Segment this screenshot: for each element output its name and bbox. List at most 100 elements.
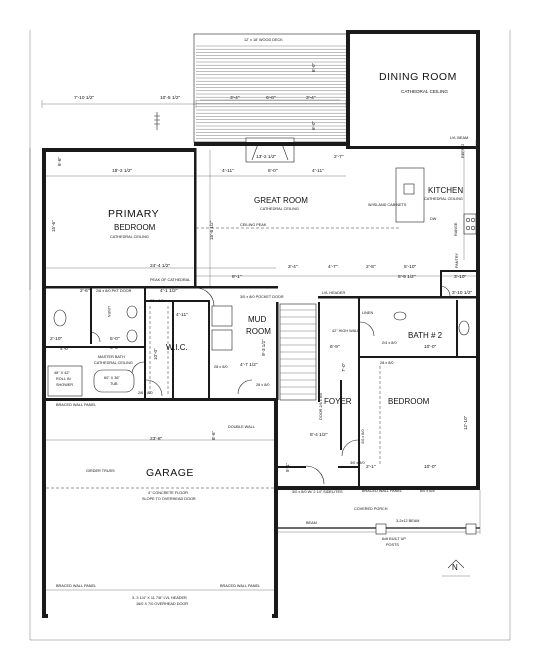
dim-29: 4'-0" [60, 347, 70, 352]
dim-26: 10'-0" [153, 348, 158, 360]
dim-14: 15'-6" [51, 220, 56, 232]
sink-master-2 [126, 329, 138, 343]
note-high-wall: 42" HIGH WALL [332, 329, 360, 333]
dim-25: 4'-11" [176, 313, 188, 318]
note-door-28d: 28 x 8/0 [380, 361, 394, 365]
note-deck: 12' x 18' WOOD DECK [244, 38, 283, 42]
note-island-cabinets: W/ISLAND CABINETS [368, 203, 407, 207]
note-girder-truss: GIRDER TRUSS [86, 469, 115, 473]
room-label-garage: GARAGE [146, 467, 194, 479]
note-door-front: 6/0 x 6/8 [420, 489, 435, 493]
dim-22: 5'-9 1/2" [398, 275, 416, 280]
dim-28: 5'-0" [110, 337, 120, 342]
sink-bath2 [393, 311, 407, 321]
dim-11: 4'-11" [312, 169, 324, 174]
toilet-bath2 [458, 320, 470, 336]
room-note-kitchen: CATHEDRAL CEILING [424, 197, 463, 201]
room-note-master-bath: CATHEDRAL CEILING [94, 361, 133, 365]
dim-3: 3'-4" [230, 96, 240, 101]
north-arrow [442, 559, 470, 577]
room-label-linen-1: LINEN [107, 306, 111, 318]
fixtures [47, 150, 477, 464]
dim-9: 4'-11" [222, 169, 234, 174]
toilet-master [53, 309, 67, 327]
room-label-mud-2: ROOM [246, 327, 271, 336]
note-concrete-1: 4" CONCRETE FLOOR [148, 491, 188, 495]
room-label-great: GREAT ROOM [254, 196, 308, 205]
note-braced-2: BRACED WALL PANEL [362, 489, 403, 493]
dim-24: 4'-1 1/2" [160, 289, 178, 294]
dim-45: 3'-10" [454, 275, 467, 280]
dim-36: 10'-0" [424, 345, 437, 350]
note-beam-1: BEAM [306, 521, 317, 525]
note-sidelites: 3/0 x 8/0 W/ 2 14" SIDELITES [292, 490, 343, 494]
note-shower-2: ROLL IN [56, 377, 71, 381]
stairs [279, 303, 317, 401]
dim-20: 2'-8" [366, 265, 376, 270]
dimension-lines [29, 99, 477, 441]
note-covered-porch: COVERED PORCH [354, 507, 388, 511]
note-pocket-door: 3/0 x 8/0 POCKET DOOR [240, 295, 284, 299]
dim-17: 8'-1" [232, 275, 242, 280]
note-braced-4: BRACED WALL PANEL [220, 584, 261, 588]
north-label: N [452, 563, 458, 572]
porch-post [465, 523, 477, 535]
dim-1: 7'-10 1/2" [74, 96, 95, 101]
note-posts-1: 6x6 BUILT UP [382, 537, 406, 541]
dim-35: 8'-4 1/2" [310, 433, 328, 438]
washer [211, 305, 233, 327]
dim-39: 2'-1" [366, 465, 376, 470]
interior-walls [46, 148, 476, 486]
site-marker [154, 112, 160, 130]
dim-7: 6'-0" [311, 120, 316, 130]
room-label-foyer: FOYER [324, 397, 352, 406]
note-beam-2: 3-2x12 BEAM [396, 519, 420, 523]
dim-38: 12'-10" [463, 415, 468, 430]
note-dw: DW [430, 217, 437, 221]
note-door-28c: 28 x 8/0 [256, 383, 270, 387]
note-concrete-2: SLOPE TO OVERHEAD DOOR [142, 497, 196, 501]
note-lvl-header: LVL HEADER [322, 291, 346, 295]
dim-34: 23'-8" [150, 437, 163, 442]
room-label-mud-1: MUD [248, 315, 267, 324]
note-door-3080: 3/0 x 8/0 [350, 461, 365, 465]
room-label-primary-1: PRIMARY [108, 208, 160, 220]
dim-19: 4'-7" [328, 265, 338, 270]
kitchen-island [395, 167, 425, 223]
dim-42: 7'-0" [341, 362, 346, 372]
dim-44: 6'-6" [57, 156, 62, 166]
note-door-4080: 4/0 x 8/0 [361, 429, 365, 444]
dim-15: 15'-6 1/2" [209, 220, 214, 240]
note-lvl-beam: LVL BEAM [450, 136, 469, 140]
note-header-2: 16/0 X 7/0 OVERHEAD DOOR [136, 602, 189, 606]
note-braced-1: BRACED WALL PANEL [56, 403, 97, 407]
dim-31: 4'-7 1/2" [240, 363, 258, 368]
dim-40: 5'-1" [285, 462, 290, 472]
dim-33: 9'-3 1/2" [261, 339, 266, 356]
note-peak-cathedral: PEAK OF CATHEDRAL [150, 278, 191, 282]
note-tub-2: TUB [110, 382, 118, 386]
note-door-24: 2/4 x 8/0 [382, 341, 397, 345]
note-refrig: REFRIG [461, 143, 465, 158]
note-ceiling-peak: CEILING PEAK [240, 223, 267, 227]
room-label-linen-2: LINEN [362, 311, 374, 315]
dim-23: 3'-10 1/2" [452, 291, 473, 296]
shower [47, 365, 83, 397]
room-label-kitchen: KITCHEN [428, 186, 464, 195]
dim-41: 8'-6" [211, 430, 216, 440]
note-braced-3: BRACED WALL PANEL [56, 584, 97, 588]
dim-12: 2'-7" [334, 155, 344, 160]
note-shower-1: 48" X 42" [54, 371, 70, 375]
room-note-primary: CATHEDRAL CEILING [110, 235, 149, 239]
note-double-wall: DOUBLE WALL [228, 425, 255, 429]
bathtub [93, 369, 135, 393]
porch-post-2 [375, 523, 387, 535]
note-door-2680: 2/6 x 8/0 [138, 391, 153, 395]
range [463, 213, 477, 235]
room-label-bedroom: BEDROOM [388, 397, 430, 406]
dim-10: 6'-0" [268, 169, 278, 174]
dim-30: 5'-8" [110, 346, 120, 351]
room-note-dining: CATHEDRAL CEILING [401, 89, 448, 94]
dim-16: 24'-4 1/2" [150, 264, 171, 269]
